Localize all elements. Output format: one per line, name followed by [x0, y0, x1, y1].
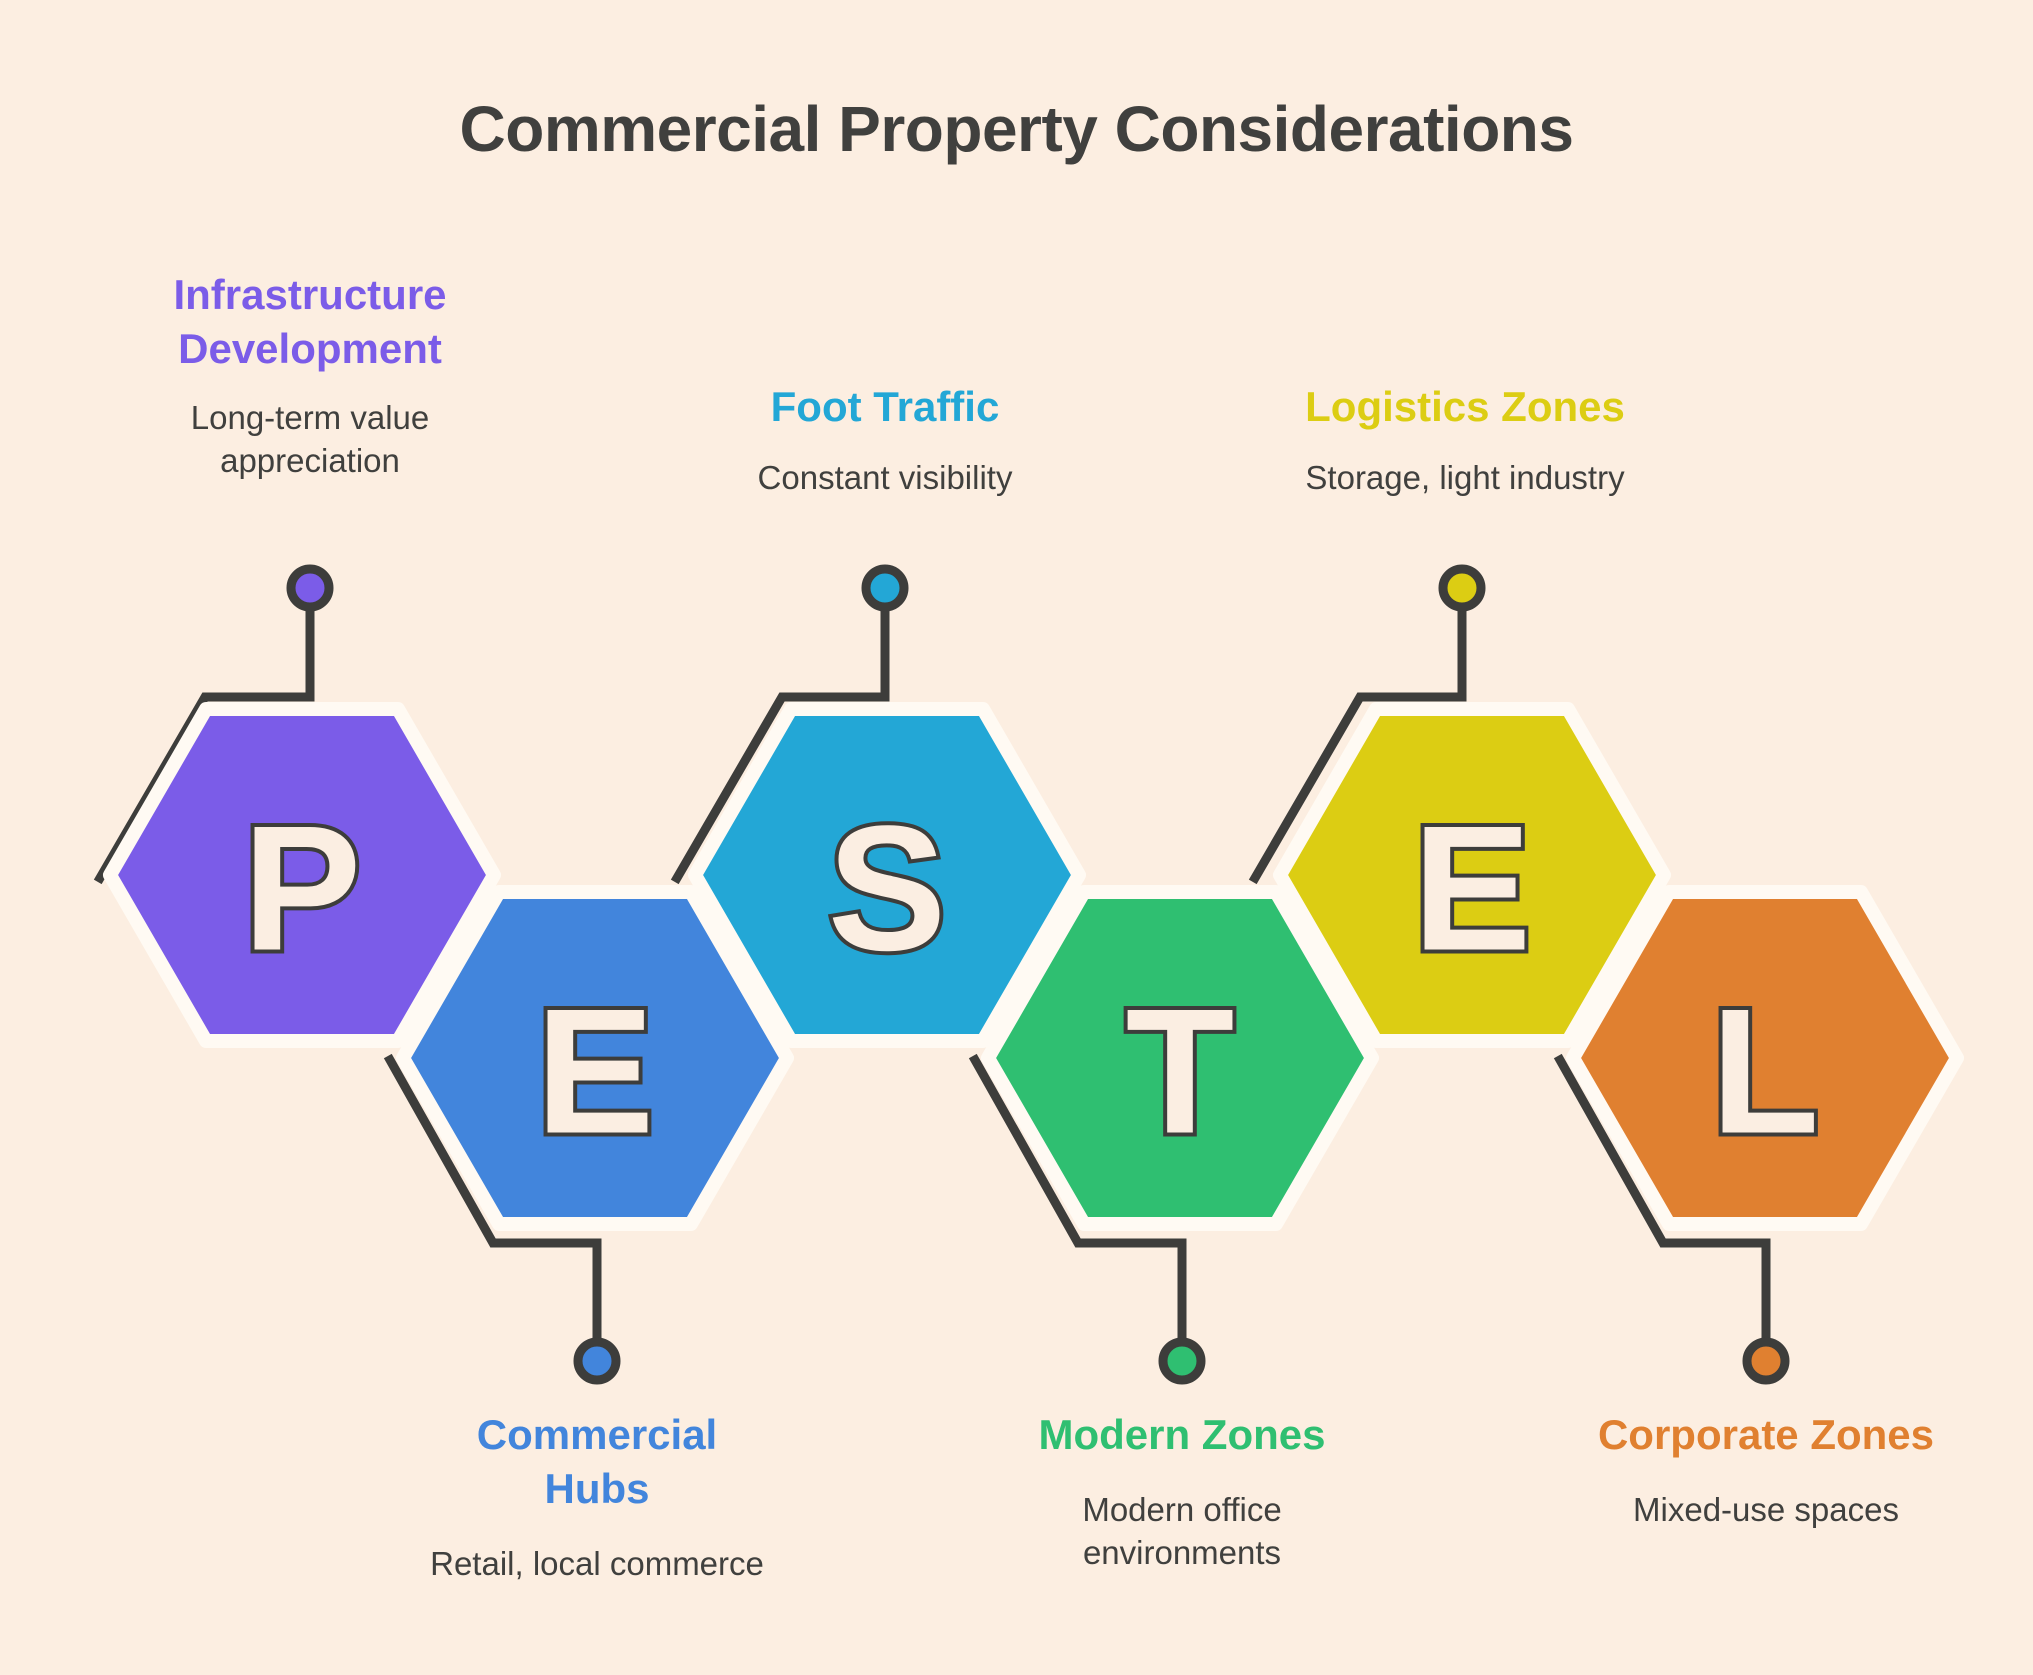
connector-line-s: [670, 595, 890, 885]
label-heading-l-line1: Corporate Zones: [1597, 1411, 1935, 1458]
hexagon-letter-s: S: [828, 789, 947, 988]
hexagon-shape-l[interactable]: [1566, 885, 1964, 1231]
label-sub-t-line2: environments: [1082, 1534, 1282, 1572]
hexagon-shape-t[interactable]: [981, 885, 1379, 1231]
label-sub-s: Constant visibility: [585, 456, 1185, 500]
connector-line-e1: [383, 1053, 602, 1345]
hexagon-letter-e1: E: [536, 972, 655, 1171]
connector-line-p: [93, 595, 315, 885]
label-block-e1: Commercial Hubs Retail, local commerce: [297, 1408, 897, 1585]
label-heading-e1-line1: Commercial: [476, 1411, 718, 1458]
label-heading-p-line2: Development: [178, 324, 442, 372]
label-sub-p-line1: Long-term value: [190, 398, 430, 436]
connector-dot-e1[interactable]: [573, 1337, 621, 1385]
hexagon-letter-p: P: [243, 789, 362, 988]
label-sub-p: Long-term value appreciation: [10, 396, 610, 483]
hexagon-shape-e1[interactable]: [396, 885, 794, 1231]
label-heading-e2-line1: Logistics Zones: [1305, 383, 1625, 430]
label-heading-s: Foot Traffic: [585, 380, 1185, 434]
label-sub-s-line1: Constant visibility: [757, 458, 1013, 496]
label-sub-p-line2: appreciation: [220, 442, 400, 480]
label-heading-t: Modern Zones: [882, 1408, 1482, 1462]
label-block-p: Infrastructure Development Long-term val…: [10, 268, 610, 483]
connector-dot-e2[interactable]: [1438, 564, 1486, 612]
label-heading-p-line1: Infrastructure: [173, 271, 447, 318]
hexagon-letter-e2: E: [1413, 789, 1532, 988]
connector-line-l: [1553, 1053, 1771, 1345]
label-sub-l-line1: Mixed-use spaces: [1633, 1490, 1899, 1528]
label-sub-e2: Storage, light industry: [1165, 456, 1765, 500]
label-block-t: Modern Zones Modern office environments: [882, 1408, 1482, 1575]
label-block-l: Corporate Zones Mixed-use spaces: [1466, 1408, 2033, 1531]
connector-dot-p[interactable]: [286, 564, 334, 612]
label-sub-l: Mixed-use spaces: [1466, 1488, 2033, 1532]
label-heading-p: Infrastructure Development: [10, 268, 610, 376]
label-heading-s-line1: Foot Traffic: [770, 383, 1000, 430]
connector-line-e2: [1248, 595, 1467, 885]
label-sub-e1: Retail, local commerce: [297, 1542, 897, 1586]
label-heading-e2: Logistics Zones: [1165, 380, 1765, 434]
label-sub-t-line1: Modern office: [1082, 1490, 1282, 1528]
label-sub-t: Modern office environments: [882, 1488, 1482, 1575]
label-heading-e1: Commercial Hubs: [297, 1408, 897, 1516]
connector-dot-l[interactable]: [1742, 1337, 1790, 1385]
label-heading-t-line1: Modern Zones: [1038, 1411, 1326, 1458]
hexagon-shape-p[interactable]: [103, 702, 501, 1048]
hexagon-shape-s[interactable]: [688, 702, 1086, 1048]
connector-line-t: [968, 1053, 1187, 1345]
label-sub-e1-line1: Retail, local commerce: [430, 1544, 764, 1582]
connector-dot-t[interactable]: [1158, 1337, 1206, 1385]
hexagon-shape-e2[interactable]: [1273, 702, 1671, 1048]
label-block-e2: Logistics Zones Storage, light industry: [1165, 380, 1765, 499]
label-block-s: Foot Traffic Constant visibility: [585, 380, 1185, 499]
label-sub-e2-line1: Storage, light industry: [1305, 458, 1625, 496]
connector-dot-s[interactable]: [861, 564, 909, 612]
label-heading-e1-line2: Hubs: [544, 1464, 650, 1512]
hexagon-letter-l: L: [1711, 972, 1820, 1171]
hexagon-letter-t: T: [1126, 972, 1235, 1171]
label-heading-l: Corporate Zones: [1466, 1408, 2033, 1462]
page-title: Commercial Property Considerations: [459, 93, 1574, 165]
